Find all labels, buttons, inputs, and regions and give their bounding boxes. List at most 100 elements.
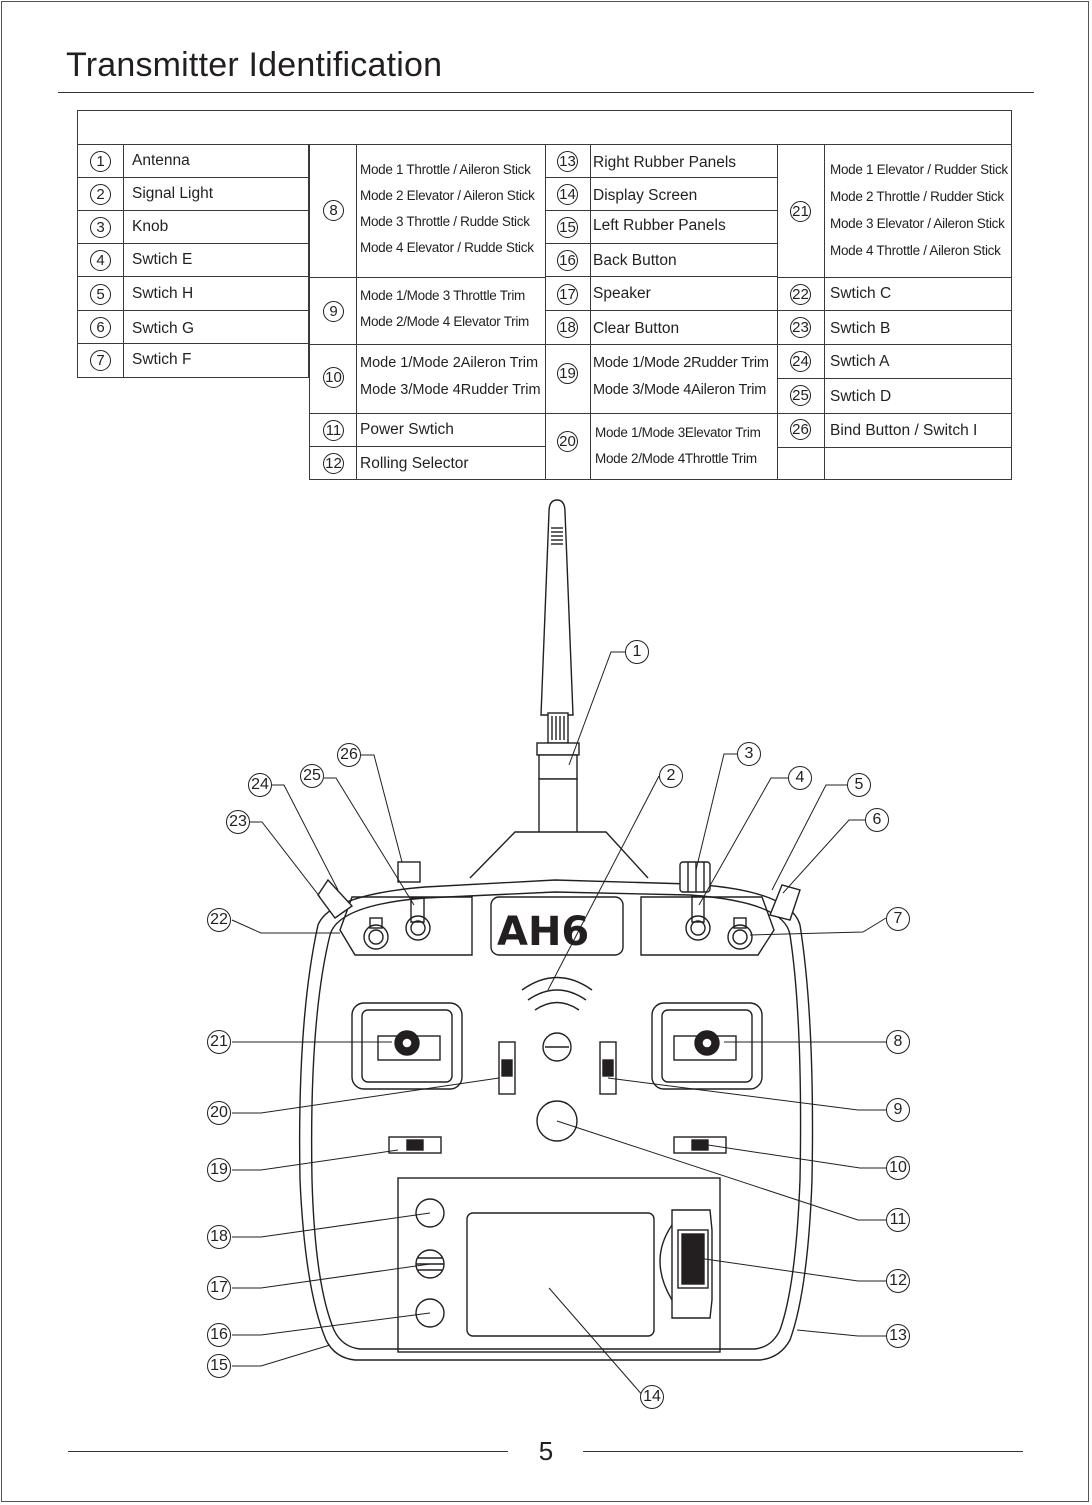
power-switch [536, 1100, 578, 1142]
callout-1: 1 [625, 640, 649, 664]
part-label-4: Swtich E [132, 251, 193, 268]
col2-num-frame [309, 144, 357, 480]
callout-9: 9 [886, 1098, 910, 1122]
switch-d [405, 897, 431, 941]
part-number-17: 17 [557, 284, 578, 305]
callout-15: 15 [207, 1354, 231, 1378]
callout-14: 14 [640, 1385, 664, 1409]
switch-a-b [317, 878, 354, 919]
rudder-trim-left [388, 1136, 442, 1154]
callout-3: 3 [737, 742, 761, 766]
part-label-9-line1: Mode 1/Mode 3 Throttle Trim [360, 288, 525, 303]
switch-c [363, 917, 389, 950]
part-label-10-line1: Mode 1/Mode 2Aileron Trim [360, 355, 539, 371]
part-number-7: 7 [90, 350, 111, 371]
switch-g-h [769, 884, 801, 921]
right-gimbal [651, 1002, 763, 1090]
part-label-5: Swtich H [132, 285, 194, 302]
part-number-5: 5 [90, 284, 111, 305]
part-label-20-line2: Mode 2/Mode 4Throttle Trim [595, 451, 757, 466]
part-label-19-line2: Mode 3/Mode 4Aileron Trim [593, 382, 767, 398]
callout-21: 21 [207, 1030, 231, 1054]
left-gimbal [351, 1002, 463, 1090]
part-number-9: 9 [323, 301, 344, 322]
display-screen [466, 1212, 655, 1337]
part-label-7: Swtich F [132, 351, 192, 368]
part-label-16: Back Button [593, 252, 677, 269]
part-number-25: 25 [790, 385, 811, 406]
callout-13: 13 [886, 1324, 910, 1348]
part-label-1: Antenna [132, 152, 190, 169]
part-label-23: Swtich B [830, 320, 891, 337]
part-label-6: Swtich G [132, 320, 195, 337]
callout-25: 25 [300, 764, 324, 788]
part-number-6: 6 [90, 317, 111, 338]
aileron-trim-right [673, 1136, 727, 1154]
part-number-19: 19 [557, 363, 578, 384]
part-label-17: Speaker [593, 285, 651, 302]
callout-26: 26 [337, 743, 361, 767]
col4-num-frame [777, 144, 825, 480]
callout-2: 2 [659, 764, 683, 788]
part-number-20: 20 [557, 431, 578, 452]
callout-4: 4 [788, 766, 812, 790]
part-number-12: 12 [323, 453, 344, 474]
callout-8: 8 [886, 1030, 910, 1054]
part-label-26: Bind Button / Switch I [830, 422, 978, 439]
part-number-26: 26 [790, 419, 811, 440]
part-label-3: Knob [132, 218, 169, 235]
center-button [542, 1032, 572, 1062]
elevator-trim-left [498, 1041, 516, 1095]
title-divider [58, 92, 1034, 93]
part-label-25: Swtich D [830, 388, 892, 405]
callout-23: 23 [226, 810, 250, 834]
part-label-21-line1: Mode 1 Elevator / Rudder Stick [830, 162, 1008, 177]
signal-light [521, 976, 593, 1011]
part-number-15: 15 [557, 217, 578, 238]
part-label-9-line2: Mode 2/Mode 4 Elevator Trim [360, 314, 529, 329]
throttle-trim-right [599, 1041, 617, 1095]
part-label-21-line2: Mode 2 Throttle / Rudder Stick [830, 189, 1004, 204]
switch-f [727, 917, 753, 950]
callout-20: 20 [207, 1101, 231, 1125]
part-label-8-line1: Mode 1 Throttle / Aileron Stick [360, 162, 531, 177]
callout-19: 19 [207, 1158, 231, 1182]
back-button [415, 1298, 445, 1328]
part-label-18: Clear Button [593, 320, 680, 337]
part-label-2: Signal Light [132, 185, 214, 202]
part-number-11: 11 [323, 420, 344, 441]
part-label-21-line3: Mode 3 Elevator / Aileron Stick [830, 216, 1005, 231]
part-label-15: Left Rubber Panels [593, 217, 726, 234]
callout-5: 5 [847, 773, 871, 797]
part-label-22: Swtich C [830, 285, 892, 302]
part-label-8-line3: Mode 3 Throttle / Rudde Stick [360, 214, 530, 229]
part-number-18: 18 [557, 317, 578, 338]
switch-e [685, 895, 711, 941]
callout-10: 10 [886, 1156, 910, 1180]
knob [679, 861, 711, 893]
part-label-19-line1: Mode 1/Mode 2Rudder Trim [593, 355, 769, 371]
part-label-12: Rolling Selector [360, 455, 469, 472]
part-number-16: 16 [557, 250, 578, 271]
callout-24: 24 [248, 773, 272, 797]
clear-button [415, 1198, 445, 1228]
callout-7: 7 [886, 907, 910, 931]
col3-num-frame [545, 144, 591, 480]
part-number-13: 13 [557, 151, 578, 172]
part-number-10: 10 [323, 367, 344, 388]
part-number-23: 23 [790, 317, 811, 338]
part-number-24: 24 [790, 351, 811, 372]
model-logo: AH6 [497, 909, 589, 955]
part-number-1: 1 [90, 151, 111, 172]
part-label-13: Right Rubber Panels [593, 154, 737, 171]
part-label-10-line2: Mode 3/Mode 4Rudder Trim [360, 382, 541, 398]
callout-11: 11 [886, 1208, 910, 1232]
part-label-8-line4: Mode 4 Elevator / Rudde Stick [360, 240, 534, 255]
callout-18: 18 [207, 1225, 231, 1249]
footer-rule-left [68, 1451, 508, 1452]
part-label-14: Display Screen [593, 187, 698, 204]
callout-22: 22 [207, 908, 231, 932]
part-number-8: 8 [323, 200, 344, 221]
part-label-8-line2: Mode 2 Elevator / Aileron Stick [360, 188, 535, 203]
part-number-3: 3 [90, 217, 111, 238]
